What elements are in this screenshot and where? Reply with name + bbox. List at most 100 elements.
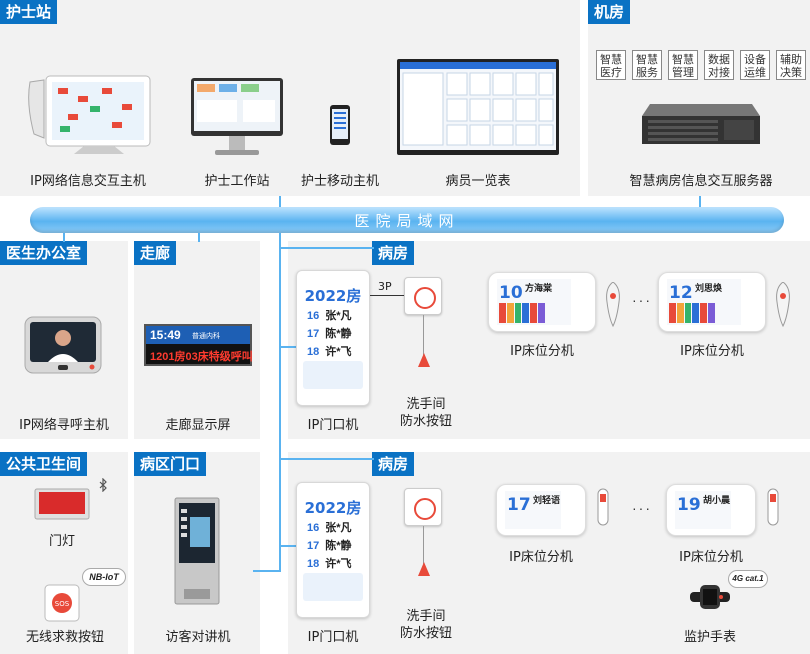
- server-label: 智慧病房信息交互服务器: [629, 174, 773, 189]
- server-btn-service: 智慧 服务: [632, 50, 662, 80]
- section-tag-ward-1: 病房: [372, 241, 415, 265]
- corridor-display: 15:49 普通内科 1201房03床特级呼叫: [144, 324, 253, 366]
- corridor-display-label: 走廊显示屏: [165, 418, 231, 433]
- door-light-device: [34, 488, 90, 520]
- corridor-display-dept: 普通内科: [192, 333, 220, 340]
- section-tag-corridor: 走廊: [134, 241, 177, 265]
- wash-button-1[interactable]: [404, 277, 442, 315]
- handset-1a-icon: [604, 281, 622, 328]
- section-tag-ward-gate: 病区门口: [134, 452, 207, 476]
- cat1-badge: 4G cat.1: [728, 570, 768, 588]
- bed-unit-2b-name: 胡小晨: [703, 495, 731, 505]
- lan-branch-ward-1: [279, 247, 374, 249]
- server-btn-decision-label: 辅助 决策: [780, 53, 802, 79]
- door-unit-2-room: 2022房: [304, 499, 362, 517]
- door-1-name-18: 许*飞: [325, 346, 352, 358]
- pull-cord-1: [423, 315, 424, 355]
- pull-cord-handle-2-icon: [418, 562, 430, 576]
- machine-room-panel: [588, 0, 810, 196]
- sos-button-label: 无线求救按钮: [25, 630, 104, 645]
- call-host-device: [24, 316, 102, 376]
- nb-iot-badge: NB-IoT: [82, 568, 126, 586]
- door-1-name-16: 张*凡: [325, 310, 352, 322]
- lan-connector-corridor: [198, 232, 200, 242]
- door-unit-1-staff-photos: [303, 361, 363, 389]
- handset-1b-icon: [774, 281, 792, 328]
- section-tag-machine-room: 机房: [588, 0, 631, 24]
- server-btn-medical: 智慧 医疗: [596, 50, 626, 80]
- wash-button-1-label: 洗手间 防水按钮: [399, 397, 452, 429]
- bed-unit-1b-name: 刘思焕: [695, 283, 723, 293]
- server-btn-decision: 辅助 决策: [776, 50, 806, 80]
- bed-unit-2b-number: 19: [677, 495, 701, 515]
- corridor-display-message: 1201房03床特级呼叫: [150, 351, 253, 363]
- door-2-bed-18: 18: [307, 558, 320, 570]
- pull-cord-handle-1-icon: [418, 353, 430, 367]
- overview-board-label: 病员一览表: [445, 174, 511, 189]
- wash-button-2[interactable]: [404, 488, 442, 526]
- section-tag-nurse-station: 护士站: [0, 0, 58, 24]
- sos-button-device[interactable]: SOS: [44, 584, 80, 622]
- intercom-device: [174, 497, 220, 605]
- server-device: [640, 100, 762, 148]
- door-unit-2-staff-photos: [303, 573, 363, 601]
- svg-text:SOS: SOS: [55, 600, 70, 608]
- lan-branch-ward-2-door: [279, 545, 297, 547]
- door-2-bed-16: 16: [307, 522, 320, 534]
- door-2-name-16: 张*凡: [325, 522, 352, 534]
- door-2-name-17: 陈*静: [325, 540, 352, 552]
- server-btn-management-label: 智慧 管理: [672, 53, 694, 79]
- lan-branch-ward-1-door: [279, 346, 297, 348]
- lan-branch-gate: [253, 570, 281, 572]
- nb-iot-badge-text: NB-IoT: [89, 572, 119, 582]
- door-1-name-17: 陈*静: [325, 328, 352, 340]
- handset-2a-icon: [596, 488, 610, 528]
- bed-unit-1a: 10 方海棠: [488, 272, 596, 332]
- section-tag-public-toilet: 公共卫生间: [0, 452, 88, 476]
- bed-unit-2a-number: 17: [507, 495, 531, 515]
- ip-host-label: IP网络信息交互主机: [30, 174, 146, 189]
- workstation-label: 护士工作站: [204, 174, 270, 189]
- public-toilet-panel: [0, 452, 128, 654]
- door-unit-1-label: IP门口机: [307, 418, 359, 433]
- hospital-lan-bus: 医院局域网: [30, 207, 784, 233]
- door-unit-2-label: IP门口机: [307, 630, 359, 645]
- bed-unit-2b: 19 胡小晨: [666, 484, 756, 536]
- bed-unit-1a-number: 10: [499, 283, 523, 303]
- hospital-lan-label: 医院局域网: [354, 212, 460, 230]
- lan-branch-ward-2: [279, 458, 374, 460]
- ellipsis-ward-2: ···: [632, 500, 652, 516]
- bed-unit-1b: 12 刘思焕: [658, 272, 766, 332]
- bed-unit-2b-label: IP床位分机: [679, 550, 743, 565]
- bed-unit-1a-label: IP床位分机: [510, 344, 574, 359]
- overview-board-device: [397, 59, 559, 155]
- ellipsis-ward-1: ···: [632, 292, 652, 308]
- bed-unit-2a: 17 刘轻语: [496, 484, 586, 536]
- bed-unit-1a-screen: 10 方海棠: [497, 279, 571, 325]
- bed-unit-1b-tiles: [669, 303, 715, 323]
- bed-unit-2b-screen: 19 胡小晨: [675, 491, 731, 529]
- cat1-badge-text: 4G cat.1: [732, 574, 764, 583]
- server-btn-ops: 设备 运维: [740, 50, 770, 80]
- watch-label: 监护手表: [683, 630, 736, 645]
- bed-unit-1b-screen: 12 刘思焕: [667, 279, 741, 325]
- wash-button-2-label: 洗手间 防水按钮: [399, 609, 452, 641]
- corridor-display-time: 15:49: [150, 328, 181, 342]
- server-btn-medical-label: 智慧 医疗: [600, 53, 622, 79]
- door-1-bed-16: 16: [307, 310, 320, 322]
- bed-unit-2a-name: 刘轻语: [533, 495, 561, 505]
- door-unit-2-row-1: 16 张*凡: [307, 519, 352, 535]
- handset-2b-icon: [766, 488, 780, 528]
- section-tag-ward-2: 病房: [372, 452, 415, 476]
- door-unit-1-room: 2022房: [304, 287, 362, 305]
- lan-connector-server: [699, 196, 701, 208]
- workstation-device: [189, 76, 285, 158]
- lan-connector-nurse: [279, 196, 281, 208]
- server-btn-service-label: 智慧 服务: [636, 53, 658, 79]
- pull-cord-2: [423, 526, 424, 564]
